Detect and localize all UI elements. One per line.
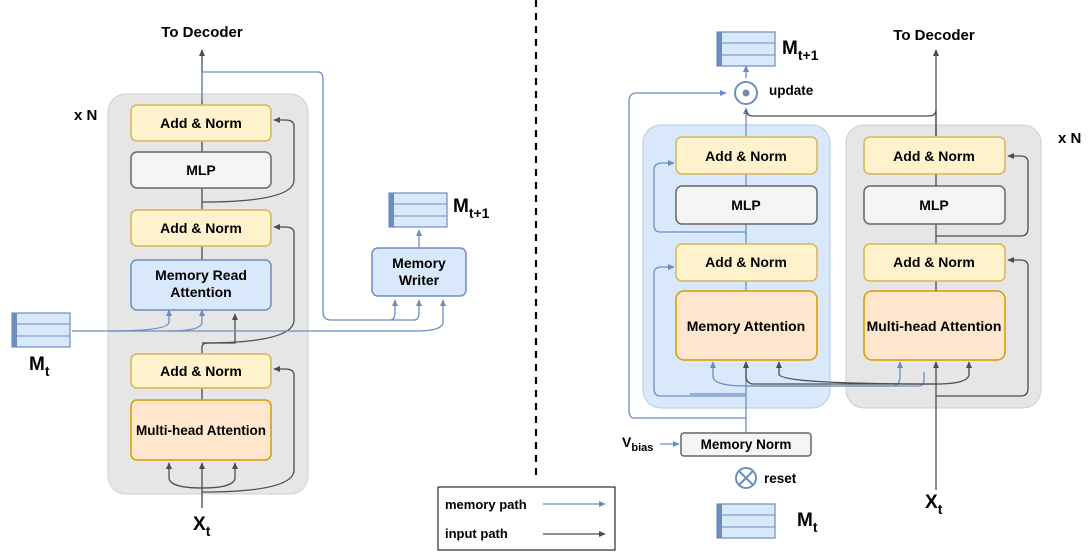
right-in-mlp-label: MLP <box>919 197 949 213</box>
right-output-label: To Decoder <box>893 27 975 44</box>
left-memory-writer <box>371 247 467 297</box>
left-memory-in-icon <box>11 312 71 348</box>
left-repeat-label: x N <box>74 107 97 124</box>
left-input-label: Xt <box>193 514 211 539</box>
left-input-paths <box>165 49 295 508</box>
left-output-label: To Decoder <box>161 24 243 41</box>
left-add-norm-low <box>130 353 272 389</box>
right-mem-add-norm-top <box>675 136 818 175</box>
right-memory-norm-label: Memory Norm <box>701 437 792 452</box>
left-add-norm-mid-label: Add & Norm <box>160 220 242 236</box>
left-add-norm-mid <box>130 209 272 247</box>
right-mem-in-label: Mt <box>797 510 818 535</box>
legend-box <box>437 486 616 551</box>
right-in-add-norm-mid <box>863 243 1006 282</box>
right-repeat-label: x N <box>1058 130 1081 147</box>
right-multihead-attention-label: Multi-head Attention <box>867 318 1002 334</box>
left-mlp <box>130 151 272 189</box>
left-mem-out-label: Mt+1 <box>453 196 490 221</box>
left-memory-read-label-2: Attention <box>170 284 231 300</box>
right-in-add-norm-top-label: Add & Norm <box>893 148 975 164</box>
right-mem-out-label: Mt+1 <box>782 38 819 63</box>
legend-input-path-label: input path <box>445 526 508 541</box>
right-memory-attention <box>675 290 818 361</box>
right-mem-add-norm-top-label: Add & Norm <box>705 148 787 164</box>
left-memory-out-icon <box>388 192 448 228</box>
right-mem-mlp <box>675 185 818 225</box>
left-multihead-attention <box>130 399 272 461</box>
left-memory-paths <box>72 71 447 332</box>
left-memory-writer-label-2: Writer <box>399 272 440 288</box>
right-mem-mlp-label: MLP <box>731 197 761 213</box>
update-label: update <box>769 83 814 98</box>
left-memory-read-label-1: Memory Read <box>155 267 247 283</box>
right-input-label: Xt <box>925 492 943 517</box>
legend-memory-path-label: memory path <box>445 497 527 512</box>
left-add-norm-top-label: Add & Norm <box>160 115 242 131</box>
left-mha-label: Multi-head Attention <box>136 423 266 438</box>
right-memory-in-icon <box>716 503 776 539</box>
vbias-label: Vbias <box>622 434 653 454</box>
left-panel: Add & Norm MLP Add & Norm Memory Read At… <box>11 24 490 539</box>
right-memory-out-icon <box>716 31 776 67</box>
left-add-norm-top <box>130 104 272 142</box>
right-mem-add-norm-mid <box>675 243 818 282</box>
left-add-norm-low-label: Add & Norm <box>160 363 242 379</box>
reset-op-icon <box>735 467 757 489</box>
right-mem-add-norm-mid-label: Add & Norm <box>705 254 787 270</box>
right-in-add-norm-mid-label: Add & Norm <box>893 254 975 270</box>
left-mlp-label: MLP <box>186 162 216 178</box>
right-memory-attention-label: Memory Attention <box>687 318 805 334</box>
right-memory-norm <box>680 432 812 457</box>
reset-label: reset <box>764 471 797 486</box>
update-op-icon <box>734 81 758 105</box>
right-multihead-attention <box>863 290 1006 361</box>
right-input-paths <box>742 49 1029 490</box>
left-mem-in-label: Mt <box>29 354 50 379</box>
left-memory-writer-label-1: Memory <box>392 255 446 271</box>
right-panel: Add & Norm MLP Add & Norm Memory Attenti… <box>622 27 1081 539</box>
left-memory-read-attention <box>130 259 272 311</box>
right-in-mlp <box>863 185 1006 225</box>
right-in-add-norm-top <box>863 136 1006 175</box>
legend: memory path input path <box>437 486 616 551</box>
